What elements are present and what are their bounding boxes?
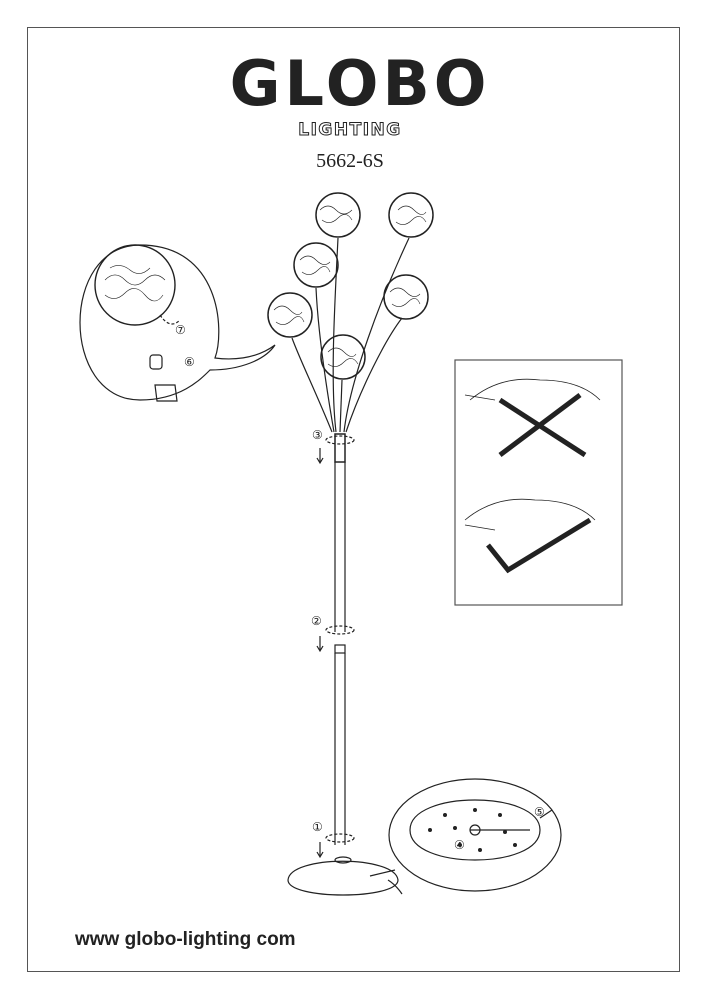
step-1-label: ① <box>312 820 323 834</box>
lamp-pole <box>316 433 355 859</box>
brand-logo-sub: LIGHTING <box>298 120 402 141</box>
page-border <box>27 27 680 972</box>
lamp-stems <box>291 237 410 433</box>
base-detail-callout <box>369 778 562 892</box>
lamp-base <box>287 856 403 896</box>
step-2-label: ② <box>311 614 322 628</box>
step-6-label: ⑥ <box>184 355 195 369</box>
step-7-label: ⑦ <box>175 323 186 337</box>
website-url: www globo-lighting com <box>75 929 296 950</box>
lamp-shades <box>267 192 434 380</box>
step-4-label: ④ <box>454 838 465 852</box>
step-5-label: ⑤ <box>534 805 545 819</box>
model-number: 5662-6S <box>316 150 384 172</box>
step-3-label: ③ <box>312 428 323 442</box>
handling-instructions-box <box>454 359 623 606</box>
brand-logo: GLOBO <box>229 47 491 120</box>
bulb-detail-callout <box>79 244 276 402</box>
